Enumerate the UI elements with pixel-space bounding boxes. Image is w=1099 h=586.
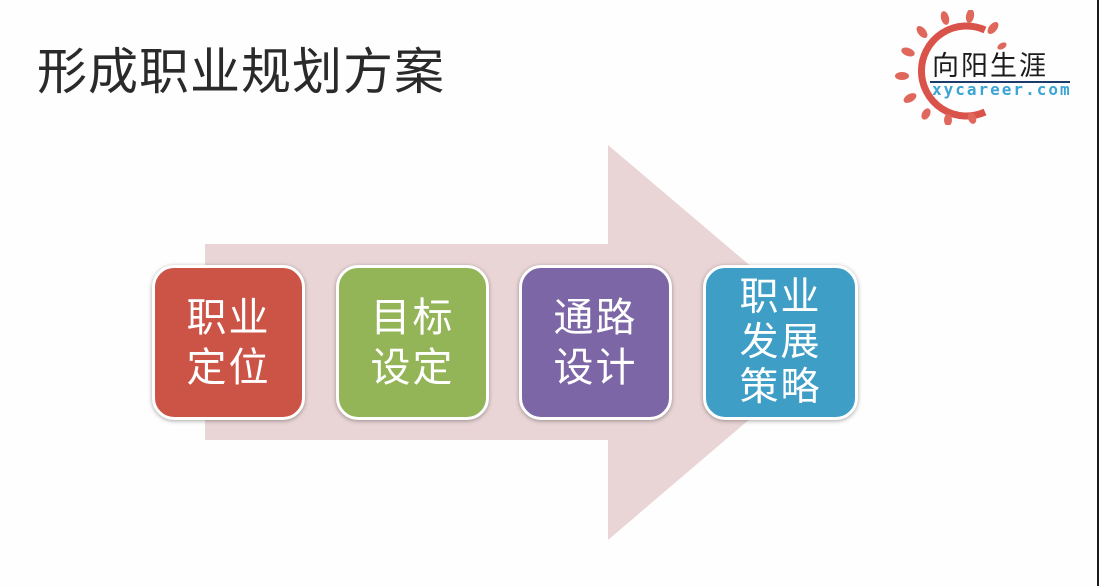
window-edge <box>1097 0 1099 586</box>
step-career-positioning: 职业 定位 <box>152 265 305 420</box>
logo-name-cn: 向阳生涯 <box>932 51 1048 82</box>
step-label: 职业 发展 策略 <box>739 275 822 410</box>
sun-logo-icon <box>895 10 1007 125</box>
step-development-strategy: 职业 发展 策略 <box>703 265 858 420</box>
step-path-design: 通路 设计 <box>519 265 672 420</box>
logo-underline <box>930 81 1070 83</box>
step-label: 职业 定位 <box>186 294 271 391</box>
logo-url: xycareer.com <box>932 80 1072 99</box>
slide-title: 形成职业规划方案 <box>37 43 445 101</box>
step-goal-setting: 目标 设定 <box>336 265 489 420</box>
step-label: 通路 设计 <box>553 294 638 391</box>
step-label: 目标 设定 <box>370 294 455 391</box>
